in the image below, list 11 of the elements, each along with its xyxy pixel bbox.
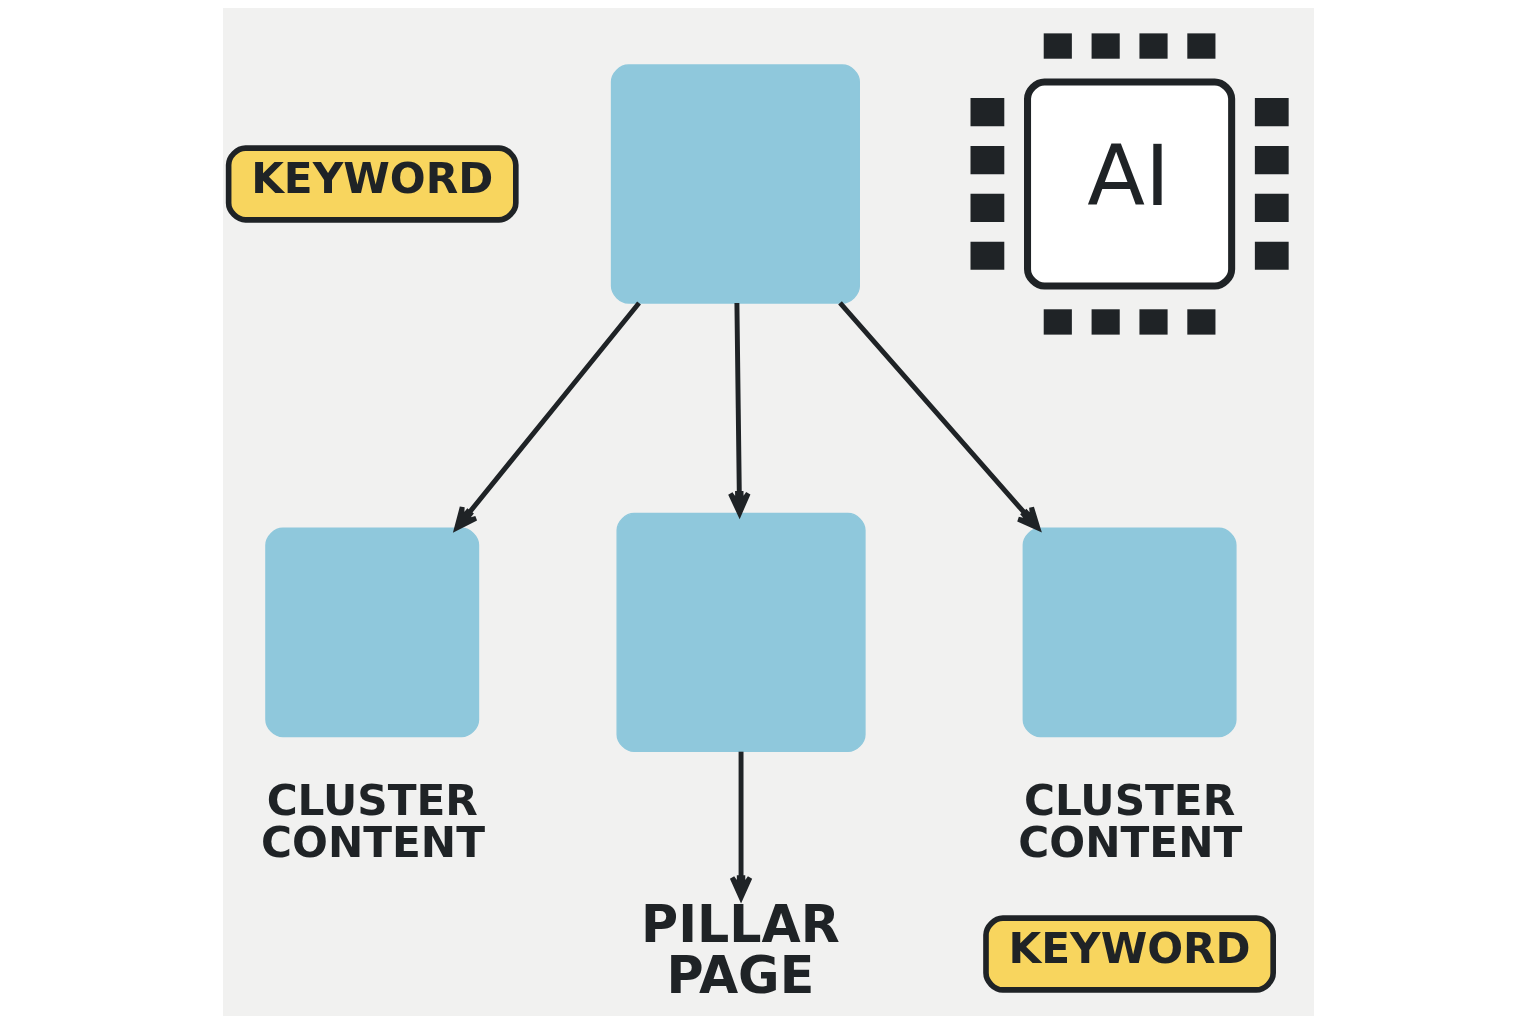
- node-box: [1022, 527, 1237, 738]
- arrow: [837, 301, 1040, 531]
- node-box: [264, 527, 479, 738]
- node-label: CLUSTER CONTENT: [260, 775, 485, 867]
- node-box: KEYWORD: [225, 145, 519, 223]
- node-box: [615, 512, 866, 753]
- node-box: KEYWORD: [982, 915, 1276, 993]
- node-box: [610, 64, 860, 304]
- node-text: PILLAR PAGE: [640, 895, 840, 1006]
- node-label: CLUSTER CONTENT: [1017, 775, 1242, 867]
- arrow: [453, 301, 641, 531]
